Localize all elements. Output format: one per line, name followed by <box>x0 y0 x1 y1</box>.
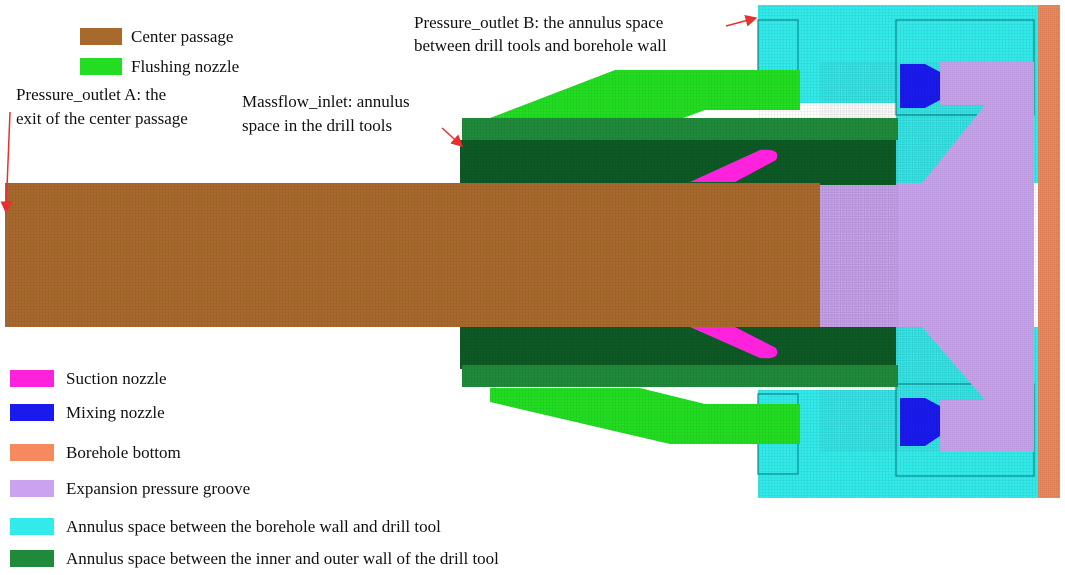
legend-swatch-annulus-outer <box>10 518 54 535</box>
outlet-a-label-line-1: Pressure_outlet A: the <box>16 85 166 104</box>
legend-swatch-flushing-nozzle <box>80 58 122 75</box>
outlet-b-label-line-2: between drill tools and borehole wall <box>414 36 667 55</box>
legend-bottom: Suction nozzle Mixing nozzle Borehole bo… <box>10 369 499 568</box>
center-passage <box>5 183 820 327</box>
annotation-arrows <box>0 14 758 214</box>
borehole-bottom <box>1038 5 1060 498</box>
mixing-nozzle-bottom <box>900 398 940 446</box>
legend-swatch-annulus-inner <box>10 550 54 567</box>
legend-label-suction-nozzle: Suction nozzle <box>66 369 167 388</box>
legend-top: Center passage Flushing nozzle <box>80 27 239 76</box>
legend-label-flushing-nozzle: Flushing nozzle <box>131 57 239 76</box>
suction-nozzle-bottom <box>690 327 778 359</box>
legend-label-annulus-inner: Annulus space between the inner and oute… <box>66 549 499 568</box>
inlet-label-line-2: space in the drill tools <box>242 116 392 135</box>
legend-swatch-borehole-bottom <box>10 444 54 461</box>
legend-label-borehole-bottom: Borehole bottom <box>66 443 181 462</box>
flushing-nozzle-bottom <box>490 388 800 444</box>
legend-swatch-expansion-groove <box>10 480 54 497</box>
legend-label-mixing-nozzle: Mixing nozzle <box>66 403 165 422</box>
suction-nozzle-top <box>690 149 778 182</box>
legend-swatch-center-passage <box>80 28 122 45</box>
inlet-label-line-1: Massflow_inlet: annulus <box>242 92 410 111</box>
outlet-a-label-line-2: exit of the center passage <box>16 109 188 128</box>
outlet-b-label-line-1: Pressure_outlet B: the annulus space <box>414 13 663 32</box>
legend-swatch-suction-nozzle <box>10 370 54 387</box>
mixing-nozzle-top <box>900 64 940 108</box>
legend-label-center-passage: Center passage <box>131 27 233 46</box>
legend-label-annulus-outer: Annulus space between the borehole wall … <box>66 517 441 536</box>
legend-label-expansion-groove: Expansion pressure groove <box>66 479 250 498</box>
legend-swatch-mixing-nozzle <box>10 404 54 421</box>
